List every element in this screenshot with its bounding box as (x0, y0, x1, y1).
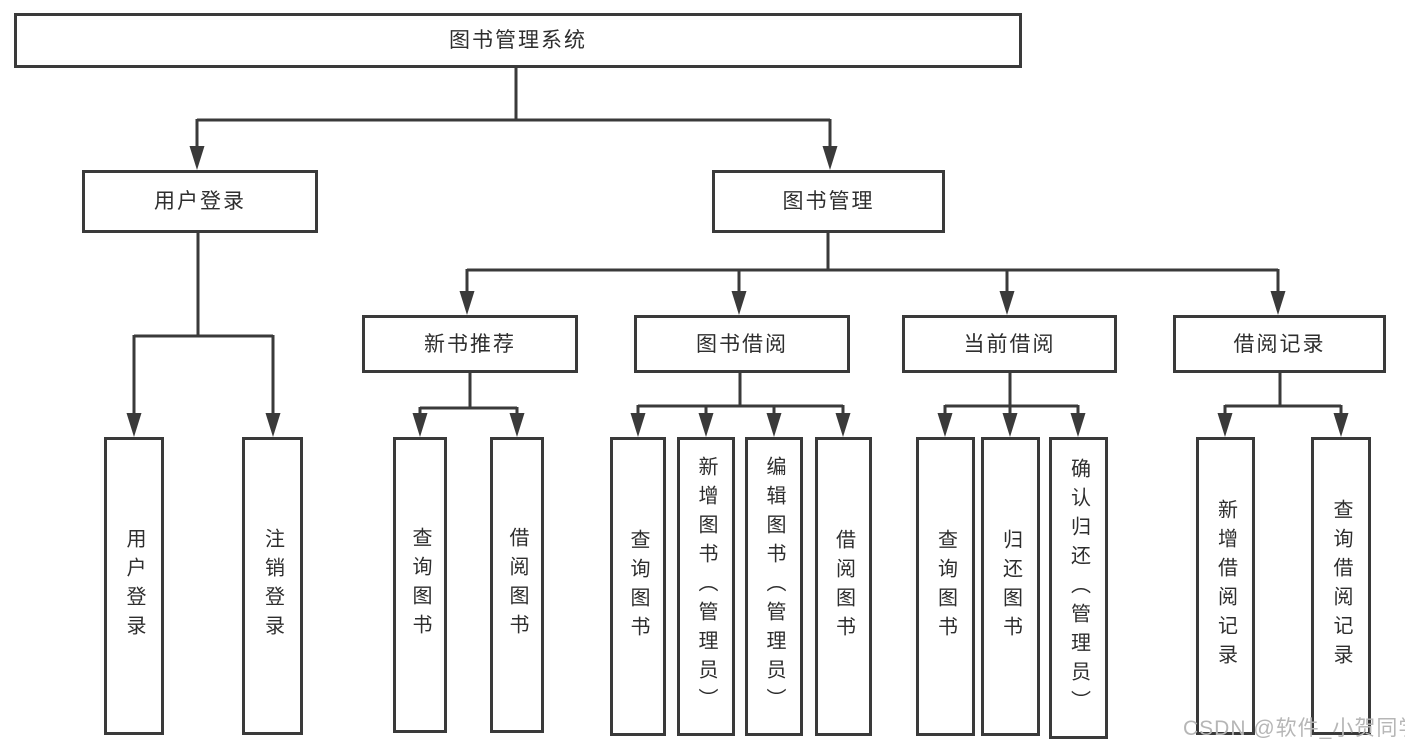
leaf-borrowing-query-books: 查询图书 (610, 437, 666, 736)
leaf-current-return-books: 归还图书 (981, 437, 1040, 736)
leaf-records-query-record-label: 查询借阅记录 (1330, 499, 1352, 673)
node-borrow-records: 借阅记录 (1173, 315, 1386, 373)
arrowhead-icon (1002, 413, 1018, 437)
arrowhead-icon (189, 146, 205, 170)
leaf-borrowing-edit-books-admin: 编辑图书（管理员） (745, 437, 803, 736)
arrowhead-icon (1270, 291, 1286, 315)
leaf-borrowing-query-books-label: 查询图书 (627, 528, 649, 645)
node-borrow-records-label: 借阅记录 (1233, 332, 1326, 356)
arrowhead-icon (999, 291, 1015, 315)
leaf-recommend-query-books-label: 查询图书 (409, 527, 431, 643)
arrowhead-icon (822, 146, 838, 170)
node-book-management: 图书管理 (712, 170, 945, 233)
node-current-borrowing: 当前借阅 (902, 315, 1117, 373)
leaf-current-query-books: 查询图书 (916, 437, 975, 736)
arrowhead-icon (509, 413, 525, 437)
leaf-borrowing-add-books-admin-label: 新增图书（管理员） (695, 456, 717, 717)
arrowhead-icon (835, 413, 851, 437)
leaf-logout-label: 注销登录 (261, 528, 284, 644)
leaf-borrowing-add-books-admin: 新增图书（管理员） (677, 437, 735, 736)
node-root-label: 图书管理系统 (449, 29, 587, 52)
csdn-watermark: CSDN @软件_小贺同学 (1183, 717, 1405, 740)
arrowhead-icon (1070, 413, 1086, 437)
node-new-book-recommend-label: 新书推荐 (424, 332, 516, 356)
leaf-records-add-record-label: 新增借阅记录 (1214, 499, 1237, 673)
leaf-records-query-record: 查询借阅记录 (1311, 437, 1371, 735)
arrowhead-icon (937, 413, 953, 437)
node-user-login-module: 用户登录 (82, 170, 318, 233)
arrowhead-icon (459, 291, 475, 315)
leaf-recommend-borrow-books: 借阅图书 (490, 437, 544, 733)
leaf-borrowing-borrow-books: 借阅图书 (815, 437, 872, 736)
leaf-current-return-books-label: 归还图书 (999, 528, 1022, 645)
leaf-borrowing-edit-books-admin-label: 编辑图书（管理员） (763, 456, 785, 717)
leaf-current-confirm-return-admin-label: 确认归还（管理员） (1067, 457, 1090, 719)
leaf-current-confirm-return-admin: 确认归还（管理员） (1049, 437, 1108, 739)
node-current-borrowing-label: 当前借阅 (963, 332, 1056, 356)
leaf-recommend-borrow-books-label: 借阅图书 (506, 527, 528, 643)
node-new-book-recommend: 新书推荐 (362, 315, 578, 373)
leaf-logout: 注销登录 (242, 437, 303, 735)
arrowhead-icon (126, 413, 142, 437)
node-root: 图书管理系统 (14, 13, 1022, 68)
node-book-borrowing: 图书借阅 (634, 315, 850, 373)
node-book-management-label: 图书管理 (782, 190, 875, 213)
arrowhead-icon (412, 413, 428, 437)
leaf-borrowing-borrow-books-label: 借阅图书 (832, 528, 855, 645)
arrowhead-icon (731, 291, 747, 315)
arrowhead-icon (630, 413, 646, 437)
node-book-borrowing-label: 图书借阅 (696, 332, 788, 356)
leaf-user-login-label: 用户登录 (123, 528, 145, 644)
leaf-records-add-record: 新增借阅记录 (1196, 437, 1255, 735)
leaf-user-login: 用户登录 (104, 437, 164, 735)
leaf-recommend-query-books: 查询图书 (393, 437, 447, 733)
node-user-login-module-label: 用户登录 (154, 190, 246, 213)
leaf-current-query-books-label: 查询图书 (934, 528, 957, 645)
arrowhead-icon (265, 413, 281, 437)
arrowhead-icon (698, 413, 714, 437)
arrowheads (126, 146, 1349, 437)
arrowhead-icon (1217, 413, 1233, 437)
arrowhead-icon (1333, 413, 1349, 437)
arrowhead-icon (766, 413, 782, 437)
